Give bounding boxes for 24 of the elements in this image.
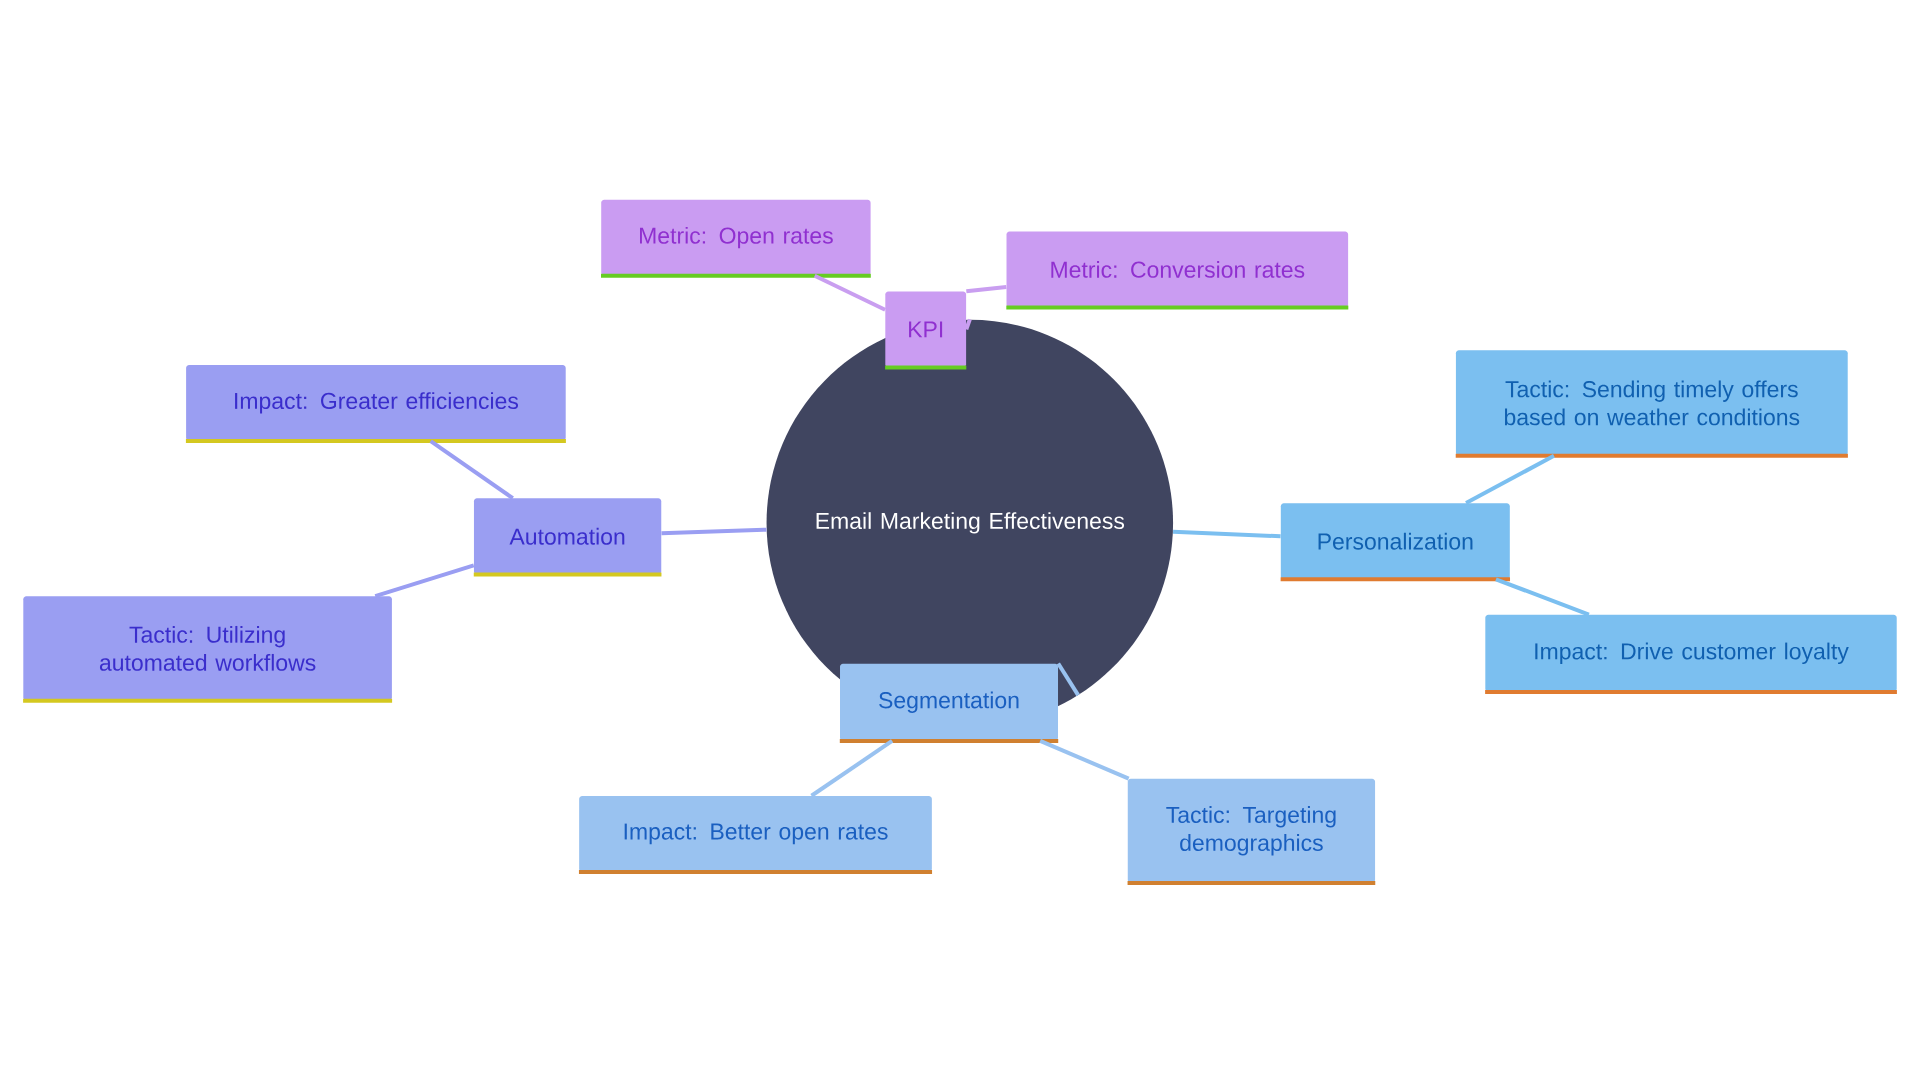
connector xyxy=(964,318,972,331)
topic-box: Automation xyxy=(473,498,662,577)
connector xyxy=(966,285,1007,294)
connector xyxy=(1495,577,1590,617)
subtopic-box: Metric: Conversion rates xyxy=(1006,231,1349,310)
subtopic-box: Metric: Open rates xyxy=(601,199,871,278)
connector xyxy=(1465,454,1555,505)
connector xyxy=(429,439,514,500)
subtopic-box: Tactic: Targeting demographics xyxy=(1127,778,1376,886)
subtopic-box: Tactic: Utilizing automated workflows xyxy=(23,596,393,703)
connector xyxy=(374,563,475,599)
connector xyxy=(1172,529,1281,539)
topic-box: KPI xyxy=(885,291,967,370)
subtopic-box: Impact: Greater efficiencies xyxy=(185,364,566,444)
connector xyxy=(813,273,886,312)
connector xyxy=(1039,739,1130,781)
subtopic-box: Impact: Drive customer loyalty xyxy=(1485,614,1897,695)
topic-box: Personalization xyxy=(1280,503,1510,582)
connector xyxy=(810,739,894,798)
subtopic-box: Impact: Better open rates xyxy=(578,795,933,875)
connector xyxy=(1056,662,1080,697)
subtopic-box: Tactic: Sending timely offers based on weather conditions xyxy=(1455,350,1848,458)
topic-box: Segmentation xyxy=(839,663,1059,743)
connector xyxy=(661,527,767,536)
